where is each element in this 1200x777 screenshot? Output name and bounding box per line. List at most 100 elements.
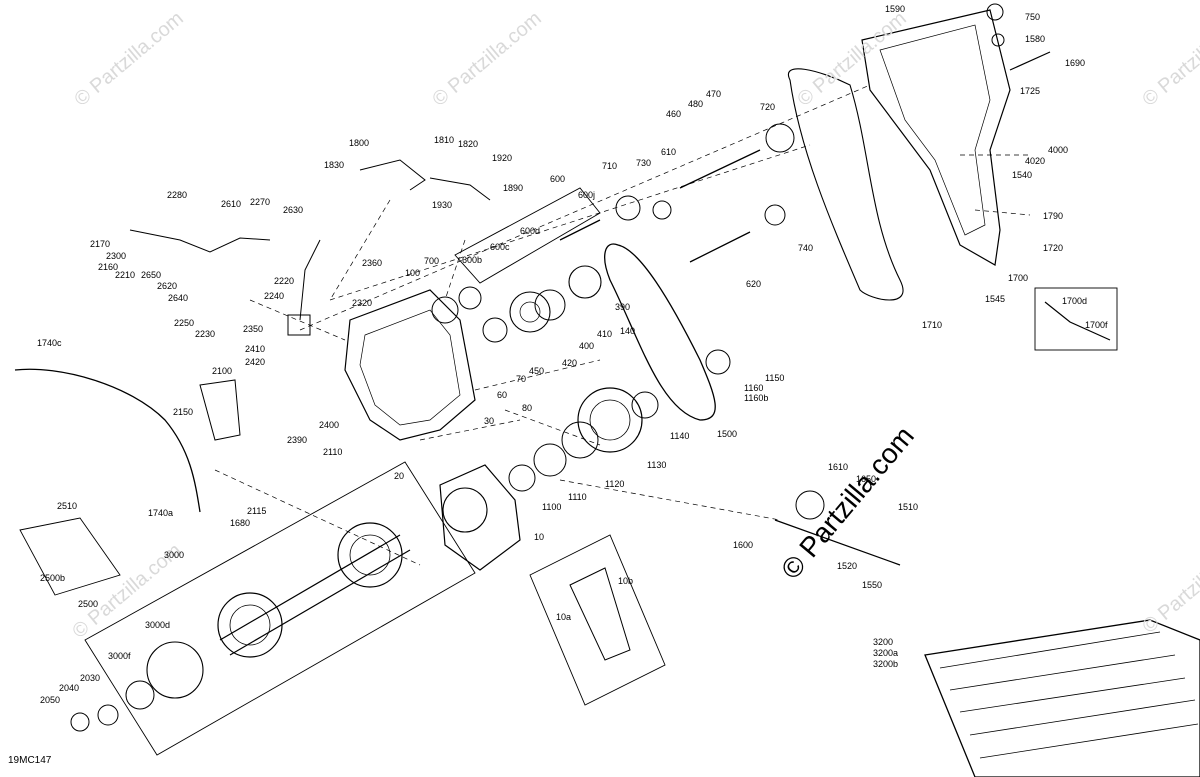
part-label[interactable]: 1160b (744, 393, 769, 403)
part-label[interactable]: 420 (562, 358, 578, 368)
part-label[interactable]: 1540 (1012, 170, 1033, 180)
part-label[interactable]: 1830 (324, 160, 345, 170)
part-label[interactable]: 1120 (605, 479, 625, 489)
part-label[interactable]: 2280 (167, 190, 188, 200)
part-label[interactable]: 3000d (145, 620, 171, 630)
part-label[interactable]: 30 (484, 416, 495, 426)
part-label[interactable]: 2115 (247, 506, 267, 516)
part-label[interactable]: 1930 (432, 200, 453, 210)
part-label[interactable]: 140 (620, 326, 636, 336)
part-label[interactable]: 2170 (90, 239, 111, 249)
part-label[interactable]: 450 (529, 366, 545, 376)
part-label[interactable]: 3200 (873, 637, 894, 647)
part-label[interactable]: 3000f (108, 651, 131, 661)
part-label[interactable]: 2210 (115, 270, 136, 280)
part-label[interactable]: 3200b (873, 659, 899, 669)
part-label[interactable]: 750 (1025, 12, 1041, 22)
part-label[interactable]: 720 (760, 102, 776, 112)
part-label[interactable]: 2350 (243, 324, 264, 334)
part-label[interactable]: 1510 (898, 502, 919, 512)
part-label[interactable]: 1690 (1065, 58, 1086, 68)
part-label[interactable]: 1110 (568, 492, 587, 502)
part-label[interactable]: 1520 (837, 561, 858, 571)
part-label[interactable]: 10a (556, 612, 572, 622)
part-label[interactable]: 2030 (80, 673, 101, 683)
part-label[interactable]: 1545 (985, 294, 1006, 304)
part-label[interactable]: 1790 (1043, 211, 1064, 221)
part-label[interactable]: 2620 (157, 281, 178, 291)
part-label[interactable]: 2630 (283, 205, 304, 215)
part-label[interactable]: 1160 (744, 383, 764, 393)
part-label[interactable]: 1140 (670, 431, 690, 441)
part-label[interactable]: 20 (394, 471, 405, 481)
part-label[interactable]: 2220 (274, 276, 295, 286)
part-label[interactable]: 600b (462, 255, 483, 265)
part-label[interactable]: 2390 (287, 435, 308, 445)
part-label[interactable]: 390 (615, 302, 631, 312)
part-label[interactable]: 2270 (250, 197, 271, 207)
part-label[interactable]: 620 (746, 279, 762, 289)
part-label[interactable]: 1800 (349, 138, 370, 148)
part-label[interactable]: 400 (579, 341, 595, 351)
part-label[interactable]: 1920 (492, 153, 513, 163)
part-label[interactable]: 1810 (434, 135, 455, 145)
part-label[interactable]: 2040 (59, 683, 80, 693)
part-label[interactable]: 1820 (458, 139, 479, 149)
part-label[interactable]: 2360 (362, 258, 383, 268)
part-label[interactable]: 1740c (37, 338, 62, 348)
part-label[interactable]: 3000 (164, 550, 185, 560)
part-label[interactable]: 4020 (1025, 156, 1046, 166)
part-label[interactable]: 2640 (168, 293, 189, 303)
part-label[interactable]: 1700d (1062, 296, 1088, 306)
part-label[interactable]: 610 (661, 147, 677, 157)
part-label[interactable]: 410 (597, 329, 613, 339)
part-label[interactable]: 700 (424, 256, 440, 266)
part-label[interactable]: 2050 (40, 695, 61, 705)
part-label[interactable]: 2510 (57, 501, 78, 511)
part-label[interactable]: 2320 (352, 298, 373, 308)
part-label[interactable]: 2110 (323, 447, 343, 457)
part-label[interactable]: 1740a (148, 508, 174, 518)
part-label[interactable]: 600d (520, 226, 541, 236)
part-label[interactable]: 1650 (856, 474, 877, 484)
part-label[interactable]: 2610 (221, 199, 242, 209)
part-label[interactable]: 1130 (647, 460, 667, 470)
part-label[interactable]: 1580 (1025, 34, 1046, 44)
part-label[interactable]: 740 (798, 243, 814, 253)
part-label[interactable]: 1150 (765, 373, 785, 383)
part-label[interactable]: 1100 (542, 502, 562, 512)
part-label[interactable]: 4000 (1048, 145, 1069, 155)
part-label[interactable]: 1720 (1043, 243, 1064, 253)
part-label[interactable]: 2250 (174, 318, 195, 328)
part-label[interactable]: 2150 (173, 407, 194, 417)
part-label[interactable]: 2410 (245, 344, 266, 354)
part-label[interactable]: 1590 (885, 4, 906, 14)
part-label[interactable]: 70 (516, 374, 527, 384)
part-label[interactable]: 710 (602, 161, 618, 171)
part-label[interactable]: 1550 (862, 580, 883, 590)
part-label[interactable]: 480 (688, 99, 704, 109)
part-label[interactable]: 1725 (1020, 86, 1041, 96)
part-label[interactable]: 460 (666, 109, 682, 119)
part-label[interactable]: 2300 (106, 251, 127, 261)
part-label[interactable]: 1500 (717, 429, 738, 439)
part-label[interactable]: 3200a (873, 648, 899, 658)
part-label[interactable]: 10 (534, 532, 545, 542)
part-label[interactable]: 10b (618, 576, 634, 586)
part-label[interactable]: 2400 (319, 420, 340, 430)
part-label[interactable]: 2100 (212, 366, 233, 376)
part-label[interactable]: 2420 (245, 357, 266, 367)
part-label[interactable]: 600j (578, 190, 596, 200)
part-label[interactable]: 1710 (922, 320, 943, 330)
part-label[interactable]: 600 (550, 174, 566, 184)
part-label[interactable]: 1890 (503, 183, 524, 193)
part-label[interactable]: 1610 (828, 462, 849, 472)
part-label[interactable]: 2500b (40, 573, 66, 583)
part-label[interactable]: 1700 (1008, 273, 1029, 283)
part-label[interactable]: 1700f (1085, 320, 1108, 330)
part-label[interactable]: 2500 (78, 599, 99, 609)
part-label[interactable]: 2230 (195, 329, 216, 339)
part-label[interactable]: 100 (405, 268, 421, 278)
part-label[interactable]: 1680 (230, 518, 251, 528)
part-label[interactable]: 1600 (733, 540, 754, 550)
